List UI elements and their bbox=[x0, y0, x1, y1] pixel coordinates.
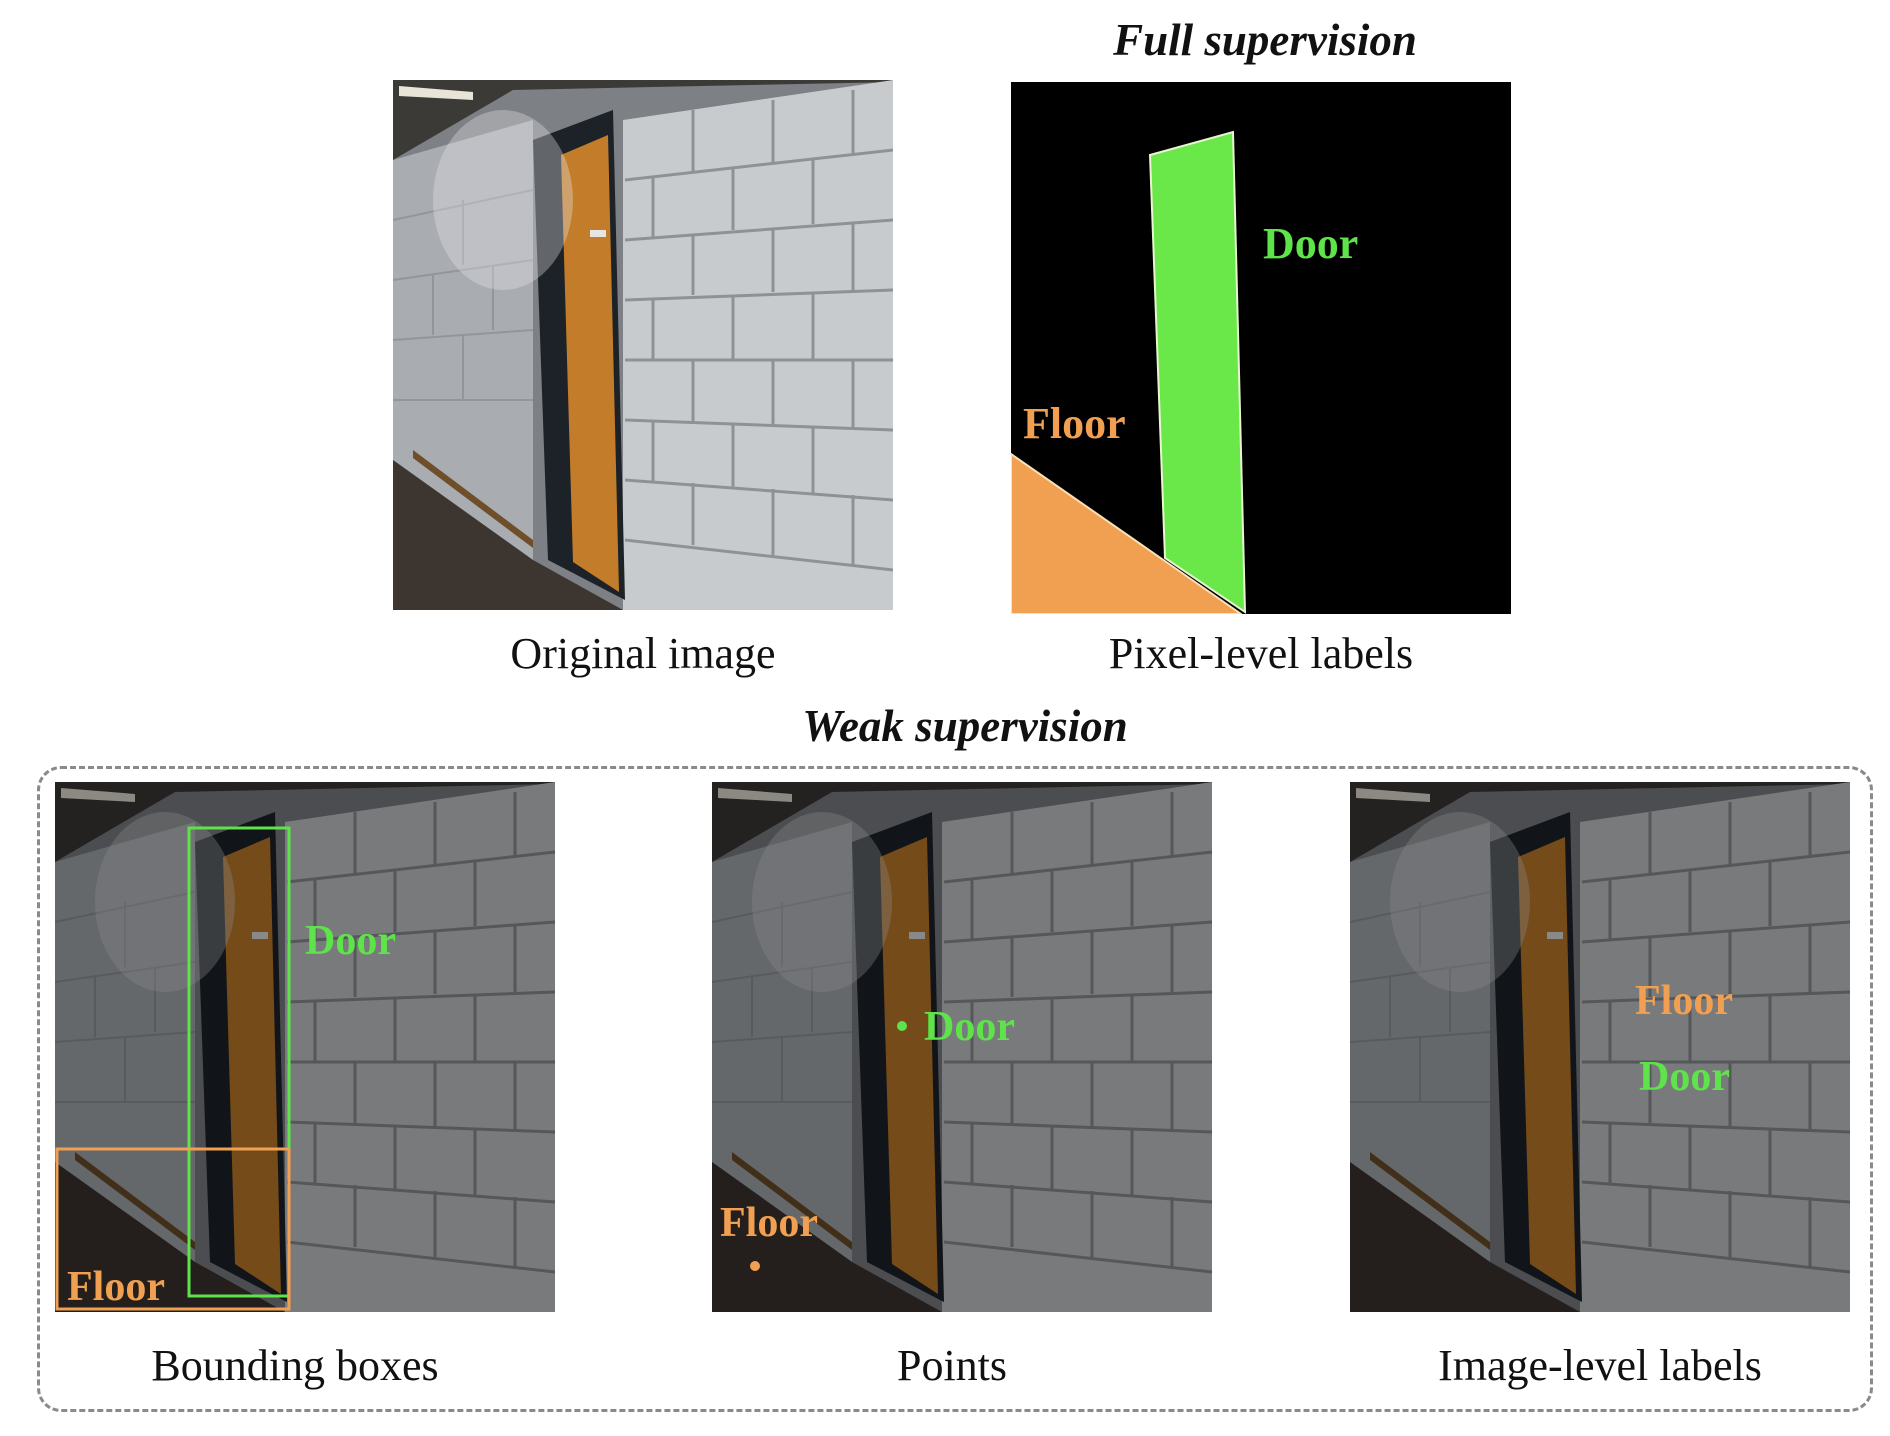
corridor-photo bbox=[393, 80, 893, 610]
caption-pixel-level: Pixel-level labels bbox=[1108, 629, 1414, 678]
full-supervision-heading: Full supervision bbox=[1113, 15, 1417, 65]
door-point bbox=[897, 1021, 907, 1031]
door-label: Door bbox=[1639, 1054, 1730, 1100]
weak-supervision-container bbox=[37, 766, 1873, 1412]
corridor-darken bbox=[1350, 782, 1850, 1312]
weak-supervision-heading: Weak supervision bbox=[802, 701, 1128, 751]
image-level-panel: Floor Door bbox=[1350, 782, 1850, 1312]
floor-label: Floor bbox=[1635, 978, 1733, 1024]
floor-label: Floor bbox=[1023, 399, 1126, 448]
door-label: Door bbox=[1263, 219, 1358, 268]
floor-label: Floor bbox=[67, 1264, 165, 1310]
caption-original-image: Original image bbox=[510, 629, 776, 678]
corridor-darken bbox=[712, 782, 1212, 1312]
floor-bounding-box bbox=[55, 1147, 291, 1311]
floor-mask bbox=[1011, 452, 1243, 614]
door-label: Door bbox=[305, 918, 396, 964]
pixel-level-panel: Door Floor bbox=[1011, 82, 1511, 614]
caption-bounding-boxes: Bounding boxes bbox=[151, 1341, 439, 1390]
door-bounding-box bbox=[187, 826, 291, 1298]
door-label: Door bbox=[924, 1004, 1015, 1050]
floor-label: Floor bbox=[720, 1200, 818, 1246]
door-mask bbox=[1148, 130, 1247, 614]
caption-points: Points bbox=[896, 1341, 1008, 1390]
original-image-panel bbox=[393, 80, 893, 610]
caption-image-level: Image-level labels bbox=[1438, 1341, 1762, 1390]
points-panel: Door Floor bbox=[712, 782, 1212, 1312]
bounding-boxes-panel: Door Floor bbox=[55, 782, 555, 1312]
floor-point bbox=[750, 1261, 760, 1271]
corridor-darken bbox=[55, 782, 555, 1312]
